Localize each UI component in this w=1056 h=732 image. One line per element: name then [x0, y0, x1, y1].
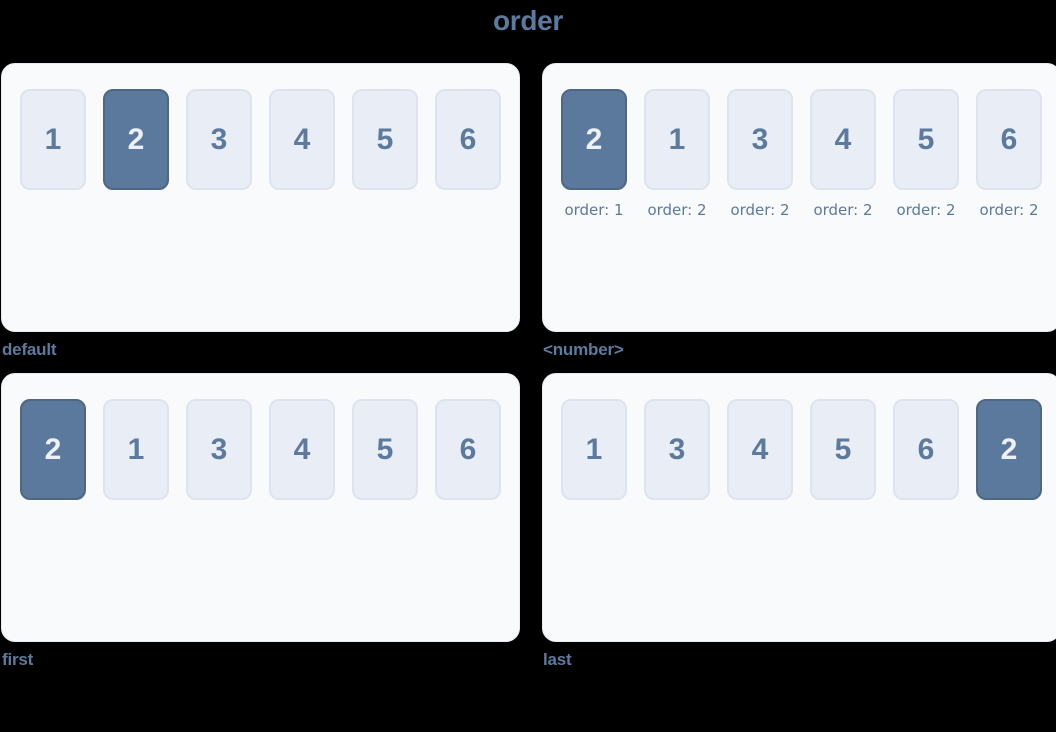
examples-grid: 1 2 3 4 5 6 default 2 order: 1: [1, 63, 1056, 683]
order-label: order: 2: [813, 201, 873, 219]
page: order 1 2 3 4 5 6 default 2: [0, 7, 1056, 732]
flex-item: 3: [727, 89, 793, 190]
flex-container-number: 2 order: 1 1 order: 2 3 order: 2 4 order…: [542, 63, 1056, 332]
order-label: order: 1: [564, 201, 624, 219]
example-last: 1 3 4 5 6 2 last: [542, 373, 1056, 683]
flex-item-column: 4 order: 2: [810, 89, 876, 218]
order-label: order: 2: [979, 201, 1039, 219]
example-caption-first: first: [2, 650, 34, 669]
example-number: 2 order: 1 1 order: 2 3 order: 2 4 order…: [542, 63, 1056, 373]
flex-item: 4: [269, 89, 335, 190]
flex-container-last: 1 3 4 5 6 2: [542, 373, 1056, 642]
flex-items-row: 2 order: 1 1 order: 2 3 order: 2 4 order…: [561, 89, 1042, 218]
example-caption-last: last: [543, 650, 572, 669]
order-label: order: 2: [647, 201, 707, 219]
example-first: 2 1 3 4 5 6 first: [1, 373, 520, 683]
flex-item: 6: [893, 399, 959, 500]
example-default: 1 2 3 4 5 6 default: [1, 63, 520, 373]
flex-item-column: 6 order: 2: [976, 89, 1042, 218]
flex-item: 1: [644, 89, 710, 190]
flex-item-column: 2 order: 1: [561, 89, 627, 218]
page-title: order: [492, 5, 564, 36]
order-label: order: 2: [730, 201, 790, 219]
flex-item: 1: [103, 399, 169, 500]
flex-container-first: 2 1 3 4 5 6: [1, 373, 520, 642]
flex-item-column: 3 order: 2: [727, 89, 793, 218]
flex-item-highlighted: 2: [561, 89, 627, 190]
flex-item-highlighted: 2: [103, 89, 169, 190]
flex-item-highlighted: 2: [20, 399, 86, 500]
flex-item: 1: [561, 399, 627, 500]
flex-items-row: 1 3 4 5 6 2: [561, 399, 1042, 500]
flex-item: 3: [186, 89, 252, 190]
flex-item: 5: [810, 399, 876, 500]
flex-item: 4: [810, 89, 876, 190]
flex-item: 4: [727, 399, 793, 500]
flex-item: 5: [352, 89, 418, 190]
order-label: order: 2: [896, 201, 956, 219]
flex-item-column: 5 order: 2: [893, 89, 959, 218]
flex-item: 6: [435, 89, 501, 190]
flex-item: 3: [644, 399, 710, 500]
flex-item: 5: [352, 399, 418, 500]
flex-container-default: 1 2 3 4 5 6: [1, 63, 520, 332]
flex-item-column: 1 order: 2: [644, 89, 710, 218]
flex-item-highlighted: 2: [976, 399, 1042, 500]
flex-item: 3: [186, 399, 252, 500]
flex-item: 6: [976, 89, 1042, 190]
flex-items-row: 2 1 3 4 5 6: [20, 399, 501, 500]
flex-items-row: 1 2 3 4 5 6: [20, 89, 501, 190]
example-caption-default: default: [2, 340, 57, 359]
flex-item: 1: [20, 89, 86, 190]
flex-item: 6: [435, 399, 501, 500]
flex-item: 5: [893, 89, 959, 190]
example-caption-number: <number>: [543, 340, 624, 359]
flex-item: 4: [269, 399, 335, 500]
